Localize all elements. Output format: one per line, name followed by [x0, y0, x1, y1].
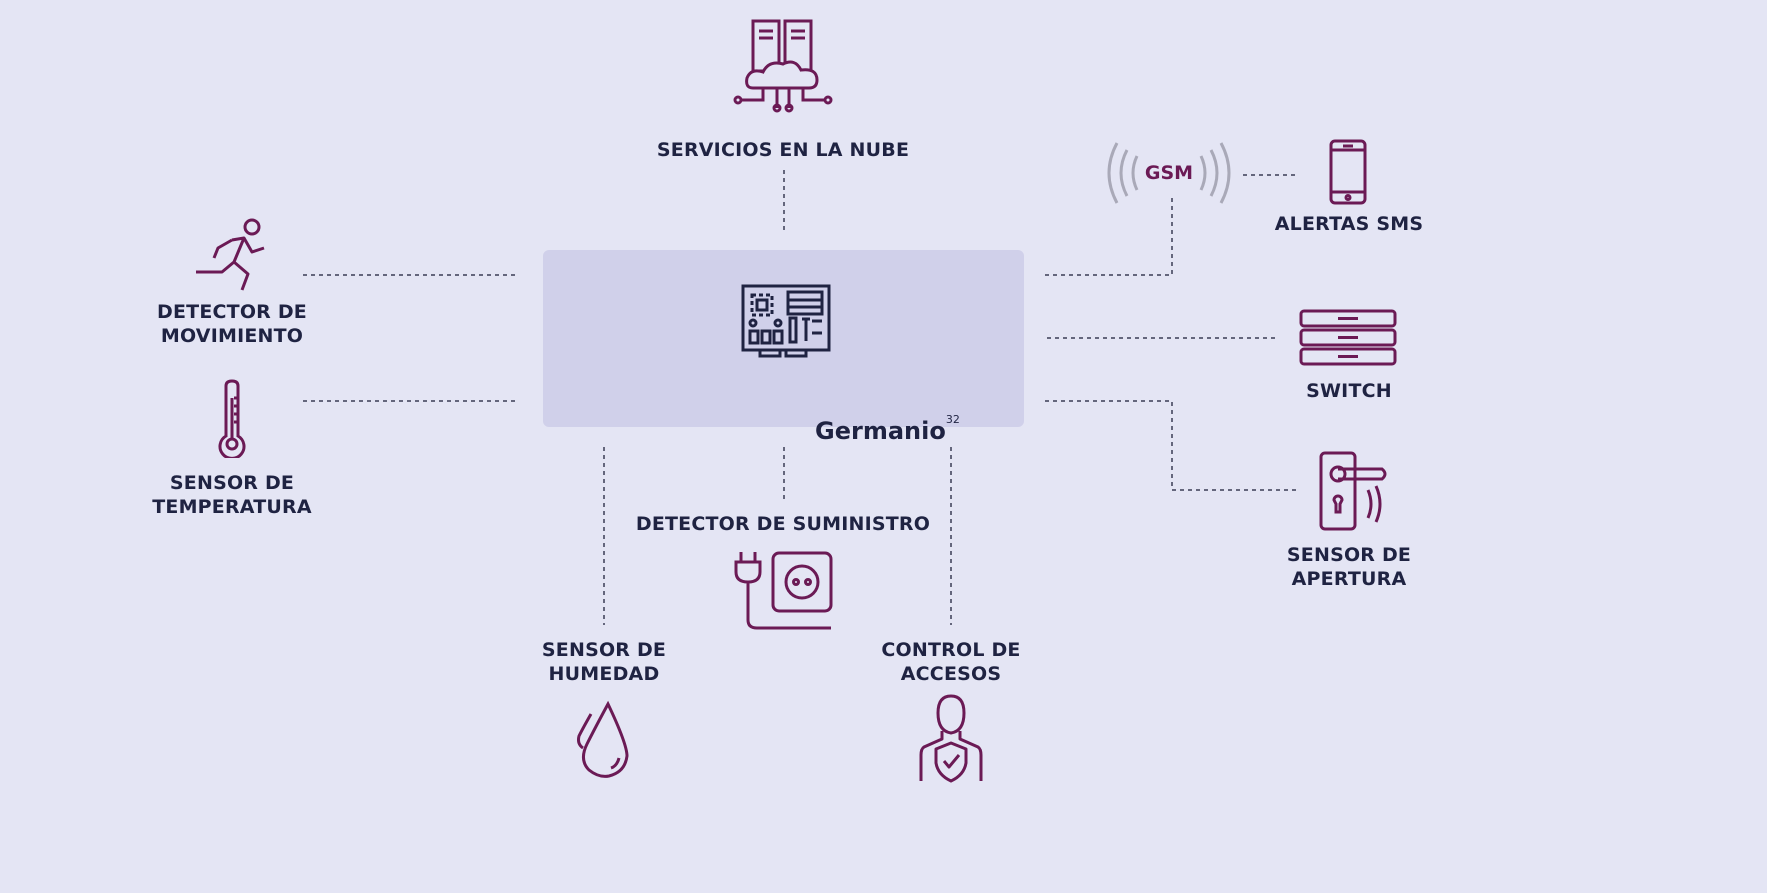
label-switch: SWITCH — [1306, 380, 1392, 402]
label-line: MOVIMIENTO — [160, 325, 304, 347]
user-shield-icon — [919, 694, 983, 783]
circuit-board-icon — [741, 284, 831, 358]
hub-brand: Germanio32 — [815, 413, 960, 445]
thermometer-icon — [218, 379, 246, 458]
hub-superscript: 32 — [945, 413, 960, 426]
gsm-label: GSM — [1144, 162, 1194, 184]
label-line: HUMEDAD — [548, 663, 660, 685]
line-gsm — [1045, 195, 1173, 276]
label-line: CONTROL DE — [881, 639, 1021, 661]
running-person-icon — [196, 218, 265, 291]
network-switch-icon — [1299, 309, 1397, 366]
hub-name: Germanio — [815, 417, 946, 445]
signal-waves-icon — [1107, 142, 1231, 204]
door-handle-sensor-icon — [1319, 451, 1387, 531]
label-power: DETECTOR DE SUMINISTRO — [635, 513, 931, 535]
label-line: TEMPERATURA — [152, 496, 312, 518]
cloud-server-icon — [733, 19, 833, 113]
label-sms: ALERTAS SMS — [1274, 213, 1424, 235]
power-outlet-icon — [734, 551, 833, 630]
label-cloud: SERVICIOS EN LA NUBE — [656, 139, 910, 161]
label-line: DETECTOR DE — [157, 301, 307, 323]
label-line: ACCESOS — [900, 663, 1002, 685]
label-line: SENSOR DE — [541, 639, 667, 661]
smartphone-icon — [1329, 139, 1367, 205]
label-line: SENSOR DE — [1286, 544, 1412, 566]
label-line: SENSOR DE — [169, 472, 295, 494]
label-line: APERTURA — [1291, 568, 1407, 590]
water-drops-icon — [577, 700, 629, 778]
line-door — [1045, 400, 1297, 491]
